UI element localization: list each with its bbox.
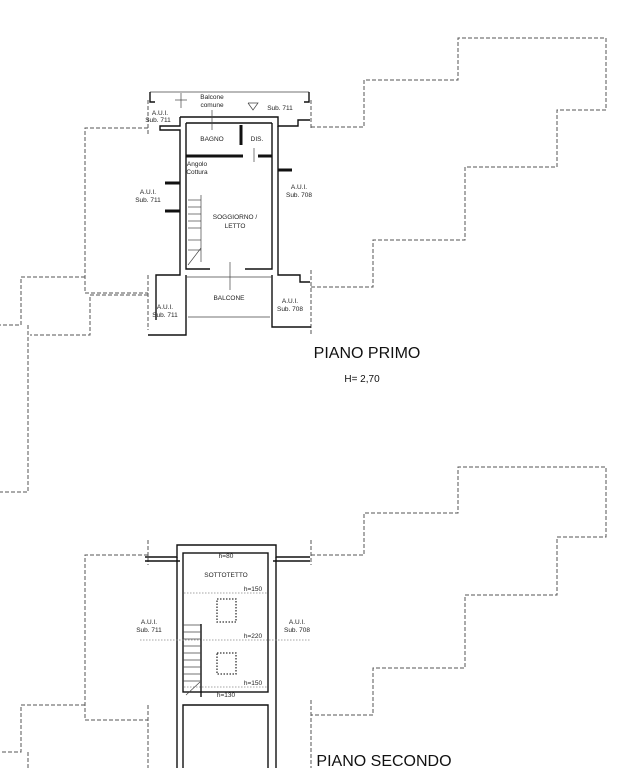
wall — [149, 92, 155, 103]
height-label: h=150 — [244, 680, 263, 687]
height-label: h=220 — [244, 633, 263, 640]
neighbor-label: A.U.I. — [289, 619, 305, 626]
staircase — [187, 195, 202, 266]
room-label-angolo: Cottura — [186, 169, 208, 176]
room-label-dis: DIS. — [251, 136, 264, 143]
neighbor-label: A.U.I. — [291, 184, 307, 191]
plan-height: H= 2,70 — [344, 374, 380, 385]
plan-title: PIANO SECONDO — [316, 753, 451, 768]
room-label-sottotetto: SOTTOTETTO — [204, 572, 247, 579]
height-label: h=80 — [219, 553, 234, 560]
room-label-soggiorno: SOGGIORNO / — [213, 214, 258, 221]
neighbor-label: Sub. 708 — [277, 306, 303, 313]
plan-title: PIANO PRIMO — [314, 345, 421, 362]
exterior-wall-right — [277, 126, 310, 283]
neighbor-outline-right — [311, 466, 607, 716]
neighbor-label: Sub. 711 — [152, 312, 178, 319]
staircase — [183, 624, 202, 697]
interior-wall-left — [185, 123, 210, 270]
neighbor-label: A.U.I. — [282, 298, 298, 305]
neighbor-label: A.U.I. — [157, 304, 173, 311]
neighbor-label: Sub. 711 — [145, 117, 171, 124]
height-label: h=130 — [217, 692, 236, 699]
balcony-wall-left — [148, 275, 187, 336]
skylight — [216, 652, 237, 675]
neighbor-outline-far-left-2 — [0, 325, 29, 493]
plan-piano-primo: Balcone comune A.U.I. Sub. 711 Sub. 711 … — [0, 37, 607, 493]
neighbor-label: A.U.I. — [152, 110, 168, 117]
neighbor-outline-right — [311, 37, 607, 288]
wall — [304, 92, 310, 103]
neighbor-label: Sub. 711 — [135, 197, 161, 204]
room-label-bagno: BAGNO — [200, 136, 223, 143]
room-label: Balcone — [200, 94, 224, 101]
vent-symbol — [247, 102, 259, 111]
balcony-wall-right — [271, 275, 311, 328]
interior-wall-right — [245, 123, 273, 270]
neighbor-outline-far-left — [0, 704, 85, 753]
room-label-balcone: BALCONE — [213, 295, 245, 302]
exterior-wall-top — [145, 544, 310, 558]
neighbor-label: Sub. 708 — [284, 627, 310, 634]
neighbor-label: Sub. 708 — [286, 192, 312, 199]
interior-walls — [182, 552, 269, 693]
neighbor-label: A.U.I. — [140, 189, 156, 196]
skylight — [216, 598, 237, 623]
neighbor-outline-left — [84, 554, 148, 721]
room-label-soggiorno: LETTO — [225, 223, 246, 230]
neighbor-label: Sub. 711 — [267, 105, 293, 112]
room-label-angolo: Angolo — [187, 161, 208, 168]
room-label: comune — [200, 102, 224, 109]
neighbor-label: A.U.I. — [141, 619, 157, 626]
neighbor-outline-left — [84, 127, 148, 294]
neighbor-outline-left-lower — [30, 294, 148, 336]
neighbor-label: Sub. 711 — [136, 627, 162, 634]
neighbor-outline-far-left — [0, 276, 85, 326]
exterior-wall-top — [180, 116, 310, 127]
lower-walls — [182, 704, 269, 768]
plan-piano-secondo: h=80 SOTTOTETTO h=150 h=220 h=150 h=130 … — [0, 466, 607, 768]
exterior-wall-left — [155, 117, 181, 320]
height-label: h=150 — [244, 586, 263, 593]
